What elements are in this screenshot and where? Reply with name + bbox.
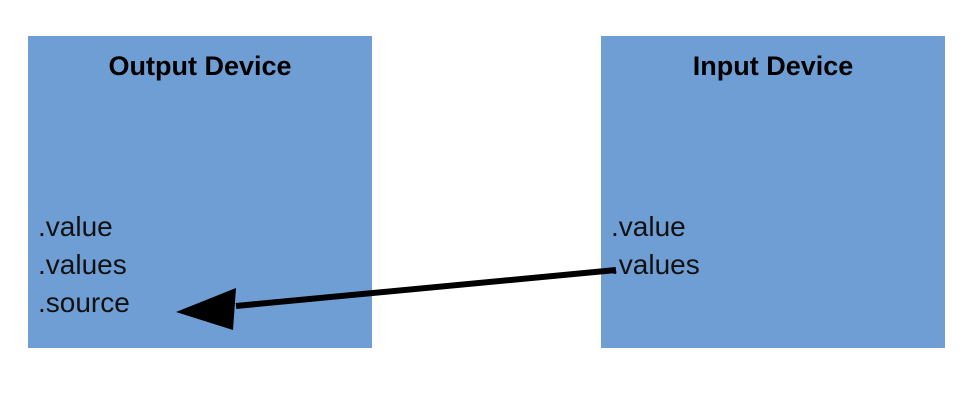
- output-device-box[interactable]: Output Device .value .values .source: [28, 36, 372, 348]
- output-property-values: .values: [38, 249, 127, 281]
- input-device-box[interactable]: Input Device .value .values: [601, 36, 945, 348]
- output-property-source: .source: [38, 287, 130, 319]
- output-device-property-list: .value .values .source: [38, 208, 130, 322]
- output-property-value: .value: [38, 211, 113, 242]
- output-device-title: Output Device: [108, 51, 292, 81]
- input-device-property-list: .value .values: [611, 208, 700, 284]
- input-device-title: Input Device: [692, 51, 854, 81]
- input-property-values: .values: [611, 249, 700, 281]
- input-property-value: .value: [611, 211, 686, 242]
